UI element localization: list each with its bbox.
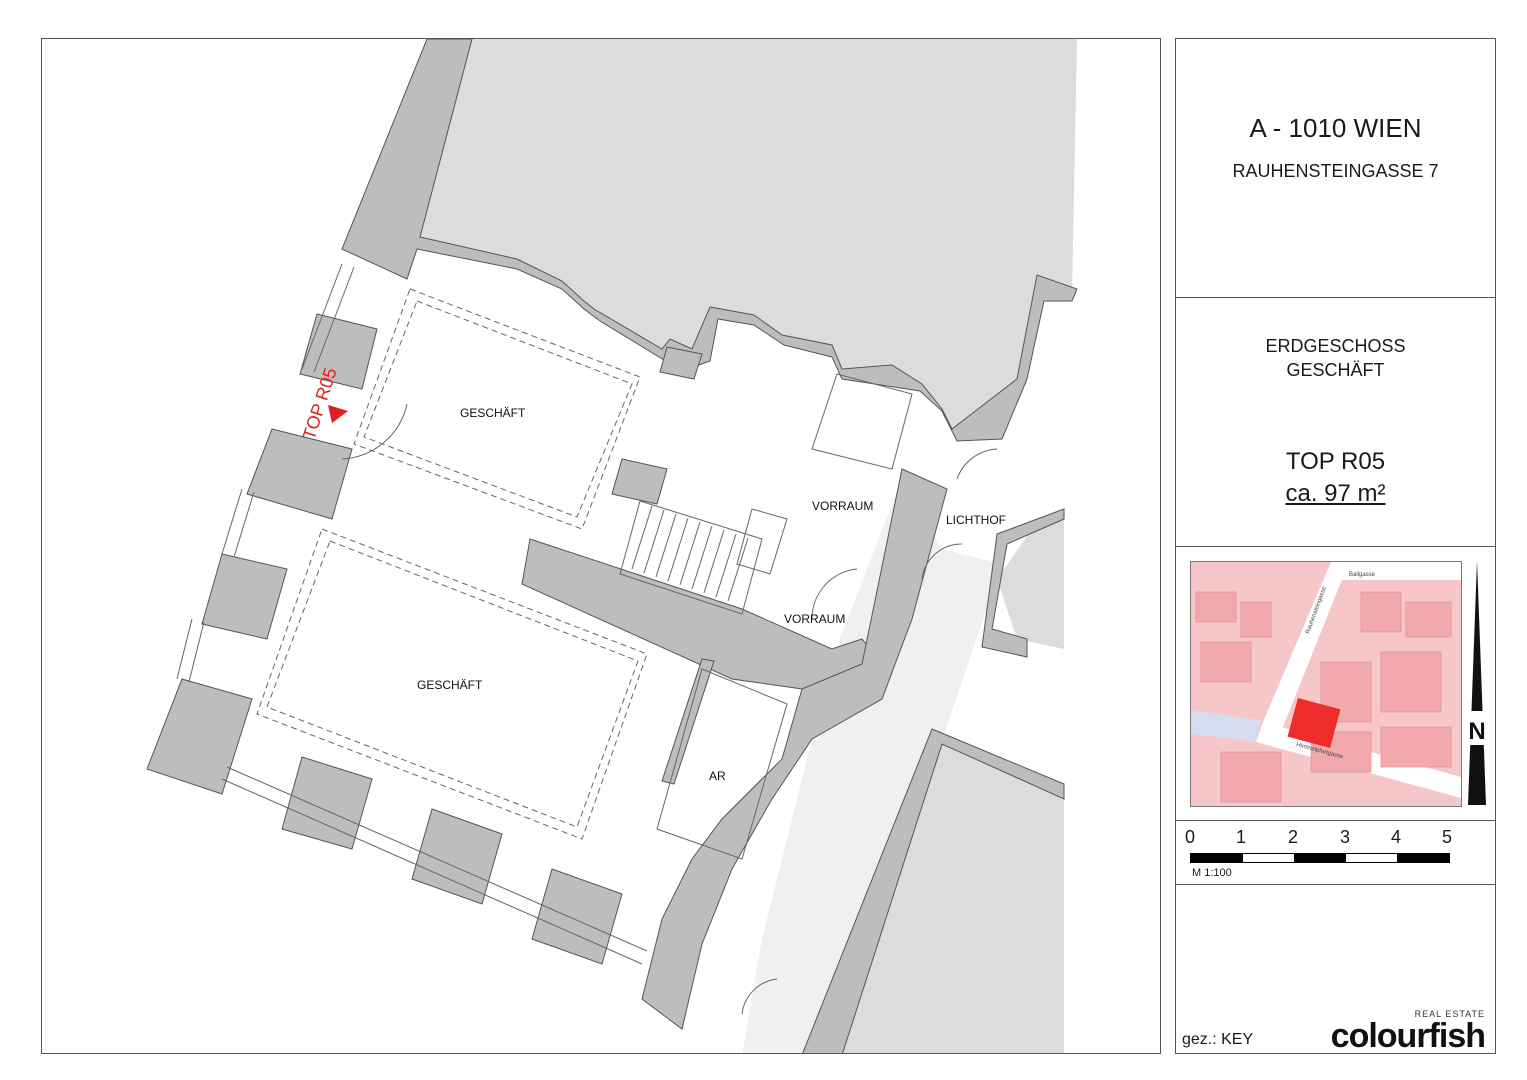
scale-tick-4: 4 [1391,827,1402,847]
north-label: N [1468,718,1485,745]
shop-upper-outline [353,288,641,530]
usage-name: GESCHÄFT [1286,360,1385,380]
drawn-by: gez.: KEY [1182,1031,1254,1048]
shaft-box [736,508,788,575]
wall-south-pier-2 [411,808,503,905]
door-swing-lichthof [956,448,998,480]
logo-subtitle: REAL ESTATE [1414,1009,1485,1019]
ar-room [656,668,788,860]
street-ballgasse [1341,562,1461,580]
wall-west-pier-2 [246,428,353,520]
floor-name: ERDGESCHOSS [1265,336,1406,356]
location-map-section: Ballgasse Rauhensteingasse Himmelpfortga… [1176,547,1495,821]
room-label-ar: AR [709,769,726,783]
shop-lower-outline [256,528,648,840]
city-title: A - 1010 WIEN [1249,113,1422,143]
wall-east-lower [802,728,1065,1053]
room-label-vorraum-2: VORRAUM [784,612,845,626]
shop-upper-inner [363,300,633,518]
room-label-shop-upper: GESCHÄFT [460,406,526,420]
lichthof-passage [742,479,1002,1053]
map-street-label-ballgasse: Ballgasse [1349,572,1376,578]
wall-sw-corner [146,678,253,795]
wall-west-pier-1 [299,313,378,390]
north-arrow-icon: N [1466,561,1488,805]
unit-area: ca. 97 m² [1285,480,1386,507]
vorraum-upper-room [811,373,913,470]
location-map-drawing: Ballgasse Rauhensteingasse Himmelpfortga… [1191,562,1461,806]
door-swing-vorraum [811,568,858,620]
scale-tick-5: 5 [1442,827,1453,847]
wall-east-block [981,508,1065,658]
street-title: RAUHENSTEINGASSE 7 [1232,161,1439,181]
footer-section: gez.: KEY REAL ESTATE colourfish [1176,885,1495,1055]
interior-lines [176,263,998,1015]
shop-lower-inner [266,540,639,828]
map-buildings [1195,591,1452,803]
door-swing-entrance [341,403,408,460]
wall-east-core [641,468,948,1030]
scale-tick-0: 0 [1185,827,1196,847]
floor-label: ERDGESCHOSS GESCHÄFT [1176,334,1495,382]
wall-south-pier-1 [281,756,373,850]
neighbour-building-south [827,729,1064,1053]
street-rauhensteingasse [1263,562,1349,732]
entrance-marker-icon [328,405,348,423]
room-label-vorraum-1: VORRAUM [812,499,873,513]
wall-shaft [659,346,703,380]
neighbour-building-north [420,39,1077,429]
room-label-shop-lower: GESCHÄFT [417,678,483,692]
wall-south-pier-3 [531,868,623,965]
scale-section: 0 1 2 3 4 5 M 1:100 [1176,821,1495,885]
unit-section: ERDGESCHOSS GESCHÄFT TOP R05 ca. 97 m² [1176,298,1495,547]
neighbour-building-east [997,509,1064,649]
title-block: A - 1010 WIEN RAUHENSTEINGASSE 7 ERDGESC… [1175,38,1496,1054]
address-section: A - 1010 WIEN RAUHENSTEINGASSE 7 [1176,39,1495,298]
door-swing-passage [921,543,963,580]
scale-tick-3: 3 [1340,827,1351,847]
logo-wordmark: colourfish [1330,1017,1486,1055]
water-area [1191,710,1261,742]
scale-tick-2: 2 [1288,827,1299,847]
door-swing-south [741,978,778,1015]
scale-bar [1190,853,1450,863]
room-label-lichthof: LICHTHOF [946,513,1006,527]
entrance-label: TOP R05 [299,365,341,442]
unit-number: TOP R05 [1285,448,1386,475]
walls [146,39,1078,1053]
wall-ar-thin [661,658,715,785]
location-map: Ballgasse Rauhensteingasse Himmelpfortga… [1190,561,1462,807]
floor-plan-drawing: GESCHÄFT GESCHÄFT VORRAUM VORRAUM LICHTH… [146,39,1078,1053]
company-logo: REAL ESTATE colourfish [1330,1009,1486,1055]
highlight-building [1287,697,1341,749]
wall-west-pier-3 [201,553,288,640]
wall-north [341,39,1078,442]
wall-stair-post [611,458,668,505]
scale-tick-1: 1 [1236,827,1247,847]
scale-label: M 1:100 [1192,867,1232,879]
stair-box [619,500,763,615]
floor-plan-frame: GESCHÄFT GESCHÄFT VORRAUM VORRAUM LICHTH… [41,38,1161,1054]
